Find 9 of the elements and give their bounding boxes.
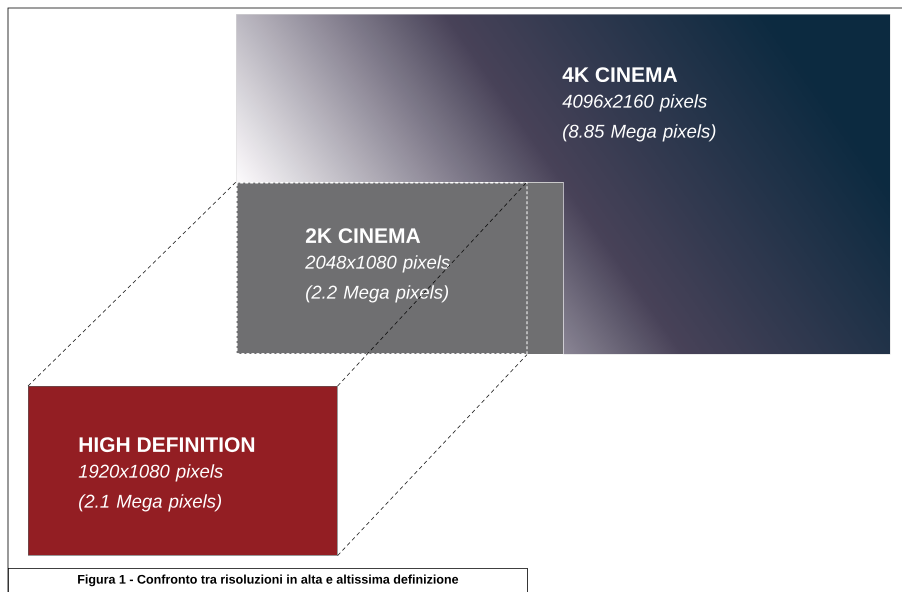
- dashed-line: [337, 182, 528, 386]
- caption: Figura 1 - Confronto tra risoluzioni in alta e altissima definizione: [8, 568, 528, 592]
- resolution-text: 2048x1080 pixels (2.2 Mega pixels): [305, 255, 450, 302]
- dashed-line: [28, 182, 236, 386]
- box-heading: HIGH DEFINITION: [80, 437, 254, 452]
- resolution-text: 1920x1080 pixels (2.1 Mega pixels): [78, 464, 223, 512]
- resolution-text: 4096x2160 pixels (8.85 Mega pixels): [562, 94, 716, 142]
- box-heading: 2K CINEMA: [306, 228, 420, 244]
- box-heading: 4K CINEMA: [562, 67, 678, 82]
